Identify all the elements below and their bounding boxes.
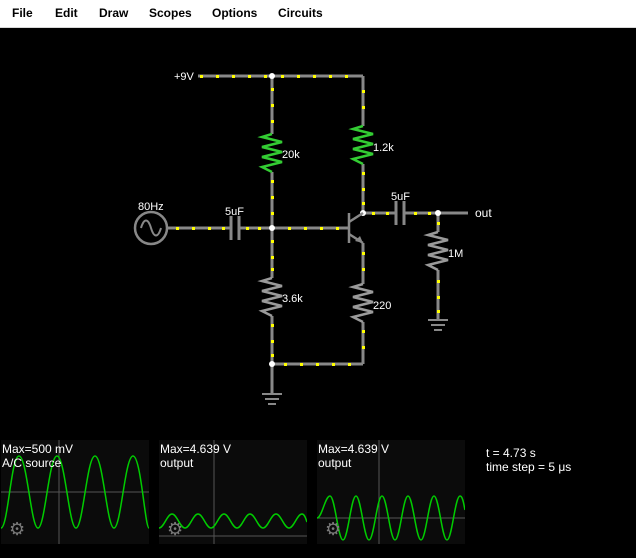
resistor-3-6k[interactable] [257,276,283,318]
menu-circuits[interactable]: Circuits [278,6,323,20]
r-top-label: 20k [282,149,300,161]
scope-2-max: Max=4.639 V [160,442,232,456]
resistor-1-2k[interactable] [348,124,374,166]
scope-3-name: output [318,456,352,470]
gear-icon[interactable]: ⚙ [325,519,342,539]
ac-source-symbol[interactable] [133,210,169,246]
menu-draw[interactable]: Draw [99,6,129,20]
output-cap-label: 5uF [391,191,410,203]
scope-waveform-1 [1,440,149,544]
menu-options[interactable]: Options [212,6,258,20]
ground-symbol-output [428,319,448,331]
r-load-label: 1M [448,248,463,260]
scope-1-max: Max=500 mV [2,442,74,456]
gear-icon[interactable]: ⚙ [167,519,184,539]
scope-1-name: A/C source [2,456,62,470]
scope-waveform-3 [317,440,465,544]
scope-panel: Max=500 mV A/C source ⚙ Max=4.639 V outp… [0,440,636,558]
wires [168,74,468,393]
current-dots [176,75,440,366]
input-cap-label: 5uF [225,206,244,218]
r-emitter-label: 220 [373,300,391,312]
sim-time: t = 4.73 s [486,446,536,460]
output-capacitor[interactable] [394,201,406,225]
input-capacitor[interactable] [229,216,241,240]
scope-output-1[interactable]: Max=4.639 V output ⚙ [159,440,307,544]
supply-label: +9V [174,71,195,83]
r-collector-label: 1.2k [373,142,394,154]
npn-transistor[interactable] [347,211,364,245]
gear-icon[interactable]: ⚙ [9,519,26,539]
resistor-1m[interactable] [423,230,449,272]
ground-symbol [262,393,282,405]
scope-2-name: output [160,456,194,470]
scope-waveform-2 [159,440,307,544]
scope-ac-source[interactable]: Max=500 mV A/C source ⚙ [1,440,149,544]
menu-file[interactable]: File [12,6,33,20]
junction-nodes [269,73,441,367]
menu-edit[interactable]: Edit [55,6,78,20]
output-label: out [475,206,492,220]
resistor-220[interactable] [348,282,374,324]
resistor-20k[interactable] [257,132,283,174]
r-bottom-label: 3.6k [282,293,303,305]
circuit-schematic[interactable]: +9V 80Hz 5uF 20k 3.6k 1.2k 220 5uF 1M ou… [0,28,636,440]
scope-3-max: Max=4.639 V [318,442,390,456]
scope-output-2[interactable]: Max=4.639 V output ⚙ [317,440,465,544]
circuit-canvas[interactable]: +9V 80Hz 5uF 20k 3.6k 1.2k 220 5uF 1M ou… [0,28,636,440]
menu-bar: File Edit Draw Scopes Options Circuits [0,0,636,28]
source-frequency-label: 80Hz [138,201,164,213]
menu-scopes[interactable]: Scopes [149,6,192,20]
sim-timestep: time step = 5 μs [486,460,572,474]
